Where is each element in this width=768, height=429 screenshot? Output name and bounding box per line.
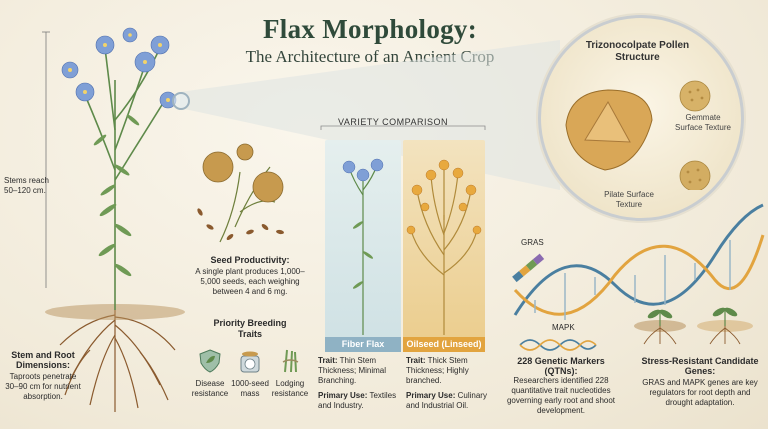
fiber-use-key: Primary Use: bbox=[318, 391, 368, 400]
fiber-flax-label: Fiber Flax bbox=[325, 337, 401, 352]
breeding-heading: Priority Breeding Traits bbox=[213, 318, 287, 339]
small-dna-icon bbox=[519, 339, 597, 351]
trait-label: 1000-seed mass bbox=[231, 379, 269, 398]
trait-disease-resistance: Disease resistance bbox=[190, 348, 230, 399]
seed-body: A single plant produces 1,000–5,000 seed… bbox=[195, 267, 305, 296]
gene-segment-icon bbox=[512, 253, 545, 283]
seed-heading: Seed Productivity: bbox=[210, 255, 290, 265]
fiber-trait-value: Thin Stem Thickness; Minimal Branching. bbox=[318, 356, 387, 385]
variety-heading: VARIETY COMPARISON bbox=[337, 117, 449, 127]
breeding-traits-row: Disease resistance 1000-seed mass Lodgin… bbox=[190, 348, 310, 408]
variety-bracket bbox=[320, 125, 486, 130]
oil-use-key: Primary Use: bbox=[406, 391, 456, 400]
stem-height-note: Stems reach 50–120 cm. bbox=[4, 176, 49, 195]
fiber-flax-plant bbox=[342, 158, 384, 335]
scale-icon bbox=[240, 351, 260, 373]
stem-root-body: Taproots penetrate 30–90 cm for nutrient… bbox=[5, 372, 81, 401]
oilseed-label: Oilseed (Linseed) bbox=[403, 337, 485, 352]
gras-label: GRAS bbox=[521, 238, 544, 247]
seed-capsule-illustration bbox=[197, 143, 284, 243]
oil-description: Trait: Thick Stem Thickness; Highly bran… bbox=[406, 356, 492, 411]
trait-label: Disease resistance bbox=[191, 379, 229, 398]
shield-leaf-icon bbox=[199, 349, 221, 373]
oil-trait-key: Trait: bbox=[406, 356, 426, 365]
oil-use-value: Culinary and Industrial Oil. bbox=[406, 391, 487, 410]
stress-heading: Stress-Resistant Candidate Genes: bbox=[641, 356, 759, 376]
mapk-label: MAPK bbox=[552, 323, 575, 332]
dna-helix-illustration bbox=[513, 203, 765, 320]
markers-heading: 228 Genetic Markers (QTNs): bbox=[517, 356, 605, 376]
root-sprouts-illustration bbox=[634, 307, 753, 345]
stalks-icon bbox=[282, 349, 299, 373]
page-title: Flax Morphology: bbox=[262, 14, 478, 44]
flax-plant-illustration bbox=[42, 27, 185, 412]
oilseed-plant bbox=[406, 159, 482, 335]
fiber-trait-key: Trait: bbox=[318, 356, 338, 365]
stress-body: GRAS and MAPK genes are key regulators f… bbox=[642, 378, 758, 407]
pollen-heading: Trizonocolpate Pollen Structure bbox=[585, 40, 690, 63]
gemmate-label: Gemmate Surface Texture bbox=[675, 113, 731, 132]
trait-seed-mass: 1000-seed mass bbox=[230, 348, 270, 399]
trait-lodging-resistance: Lodging resistance bbox=[270, 348, 310, 399]
pollen-grains-illustration bbox=[565, 80, 711, 190]
magnifier-focus-ring bbox=[172, 92, 190, 110]
stem-root-heading: Stem and Root Dimensions: bbox=[11, 350, 75, 370]
pilate-label: Pilate Surface Texture bbox=[604, 190, 654, 209]
oil-trait-value: Thick Stem Thickness; Highly branched. bbox=[406, 356, 469, 385]
fiber-use-value: Textiles and Industry. bbox=[318, 391, 397, 410]
trait-label: Lodging resistance bbox=[271, 379, 309, 398]
markers-body: Researchers identified 228 quantitative … bbox=[506, 376, 616, 415]
fiber-description: Trait: Thin Stem Thickness; Minimal Bran… bbox=[318, 356, 402, 411]
